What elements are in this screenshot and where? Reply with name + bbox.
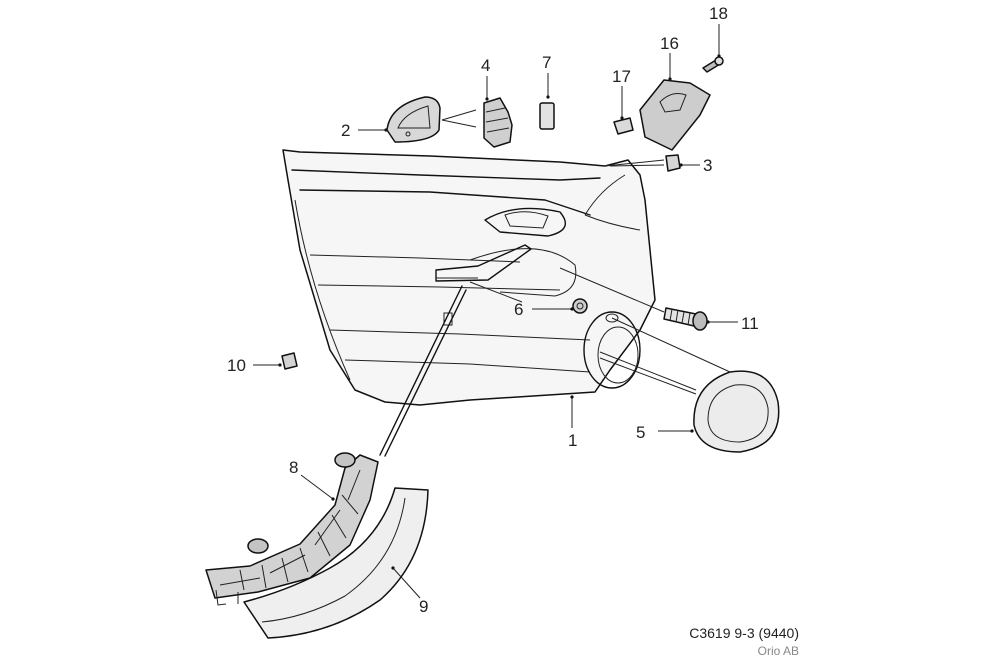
callout-4: 4 xyxy=(481,56,490,75)
callout-18: 18 xyxy=(709,4,728,23)
callout-9: 9 xyxy=(419,597,428,616)
callout-leaders xyxy=(253,24,738,599)
callout-11: 11 xyxy=(741,314,759,333)
inner-door-handle xyxy=(386,96,441,143)
bolt-11 xyxy=(663,307,708,331)
clip-17 xyxy=(613,117,634,135)
callout-7: 7 xyxy=(542,53,551,72)
handle-cover xyxy=(243,487,429,639)
handle-bracket xyxy=(205,452,379,606)
diagram-code: C3619 9-3 (9440) xyxy=(689,625,799,641)
clip-10 xyxy=(281,352,298,370)
switch-unit xyxy=(483,97,513,148)
callout-1: 1 xyxy=(568,431,577,450)
callout-2: 2 xyxy=(341,121,350,140)
clip-7 xyxy=(539,102,555,130)
fastener-6 xyxy=(572,298,588,314)
callout-numbers: 1 2 3 4 5 6 7 8 9 10 11 16 17 18 xyxy=(227,4,759,616)
speaker-grille xyxy=(693,370,780,453)
clip-3 xyxy=(665,154,681,172)
callout-3: 3 xyxy=(703,156,712,175)
callout-16: 16 xyxy=(660,34,679,53)
mirror-cover xyxy=(639,79,711,151)
callout-6: 6 xyxy=(514,300,523,319)
screw-18 xyxy=(702,56,724,73)
relation-lines xyxy=(379,109,731,457)
callout-5: 5 xyxy=(636,423,645,442)
callout-10: 10 xyxy=(227,356,246,375)
callout-8: 8 xyxy=(289,458,298,477)
callout-17: 17 xyxy=(612,67,631,86)
publisher-credit: Orio AB xyxy=(757,644,799,658)
